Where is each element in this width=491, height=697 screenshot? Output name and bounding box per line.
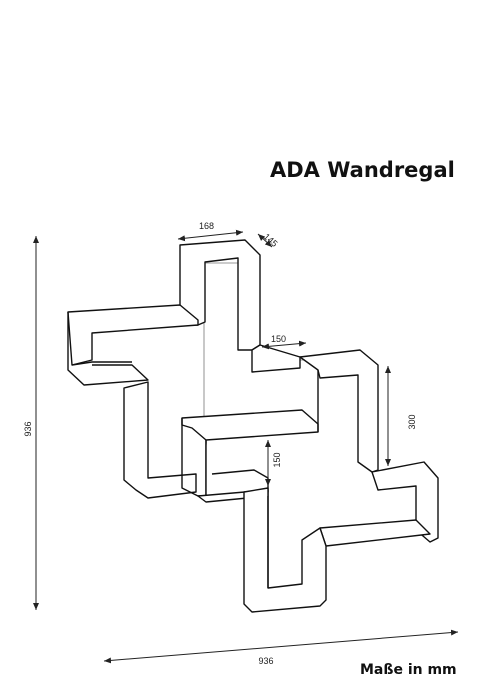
dim-label-gap-height: 150 <box>272 452 282 467</box>
dim-line-total-width <box>103 629 459 664</box>
shelf-outline <box>67 239 439 613</box>
shelf-right-arm <box>371 461 439 543</box>
dim-label-height-right: 300 <box>407 414 417 429</box>
dim-line-gap-width <box>261 340 307 350</box>
dimension-lines <box>33 229 459 664</box>
dim-label-total-height: 936 <box>23 421 33 436</box>
shelf-left-column <box>123 381 197 499</box>
dim-label-top-width: 168 <box>199 221 214 231</box>
shelf-right-upper <box>299 349 379 473</box>
shelf-lower-column <box>243 487 327 613</box>
dim-label-top-depth: 145 <box>262 231 280 248</box>
dim-label-total-width: 936 <box>258 656 273 666</box>
shelf-left-arm <box>67 304 199 366</box>
dim-line-top-depth <box>257 233 273 248</box>
dim-line-top-width <box>177 229 244 242</box>
dim-label-gap-width: 150 <box>271 334 286 344</box>
units-note: Maße in mm <box>360 662 457 678</box>
shelf-middle-upper <box>181 409 319 441</box>
diagram-title: ADA Wandregal <box>270 158 455 182</box>
